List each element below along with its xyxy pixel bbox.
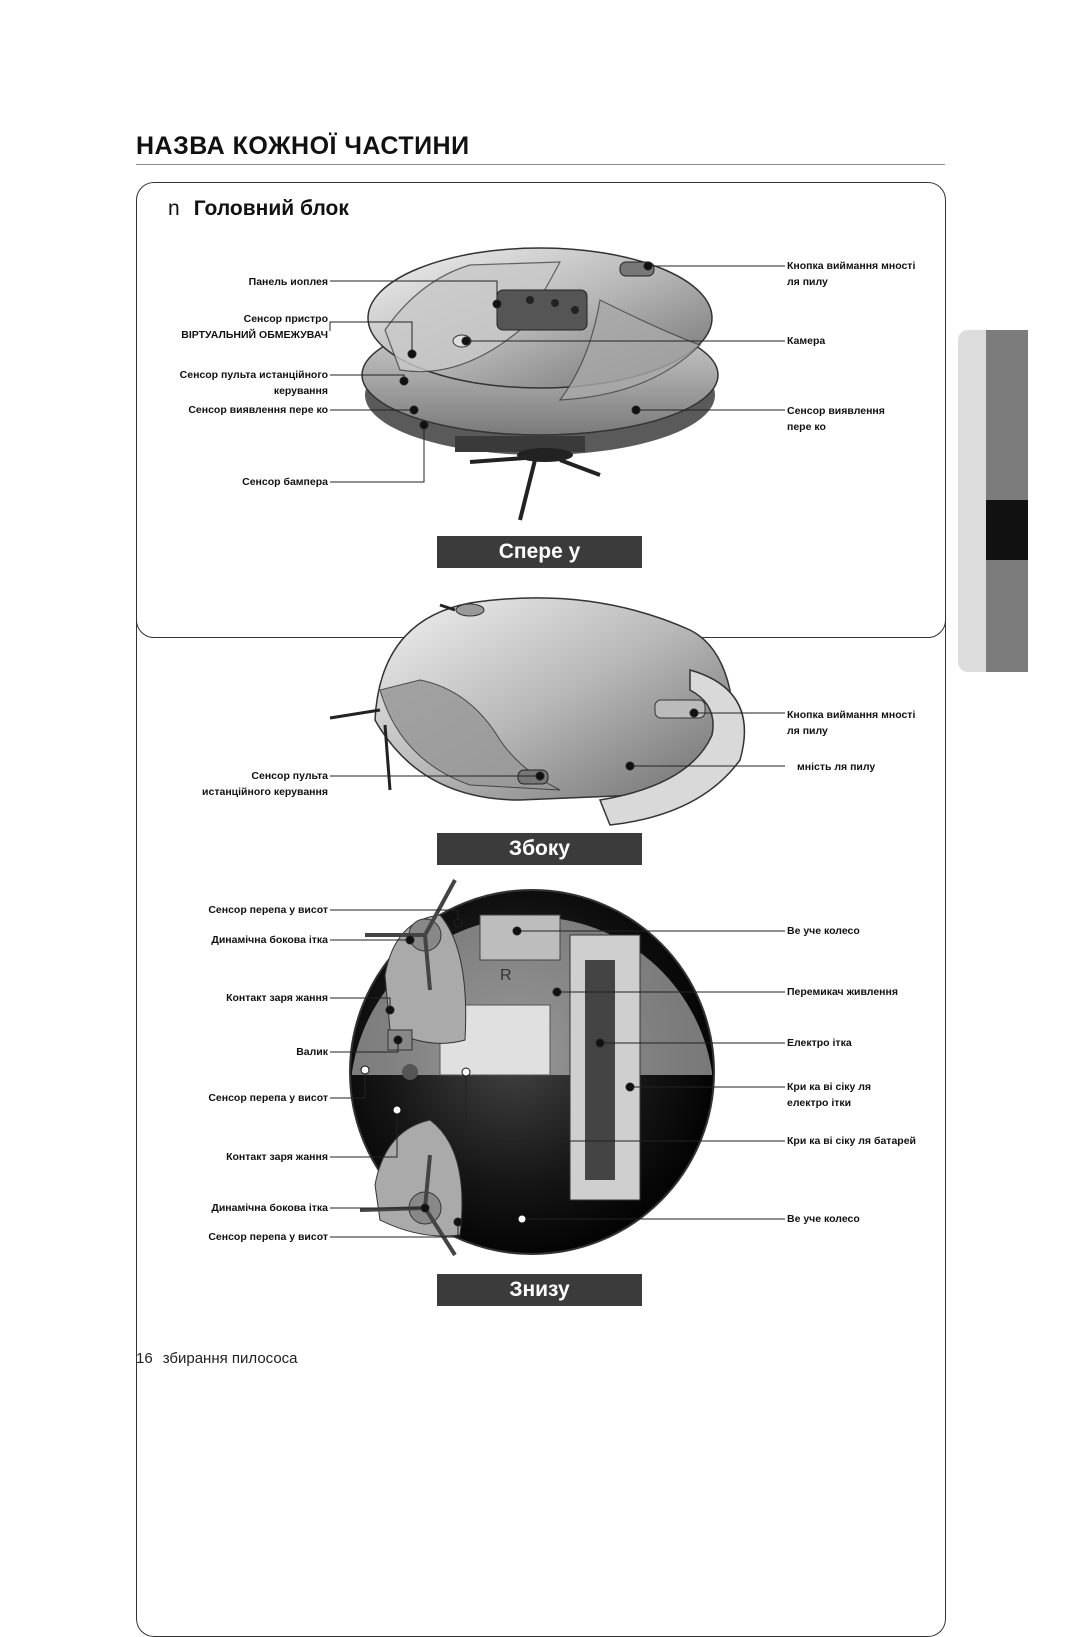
chapter-tab-active — [986, 500, 1028, 560]
view-label-bottom: Знизу — [437, 1274, 642, 1306]
label-charge-contact-2: Контакт заря жання — [226, 1151, 328, 1163]
label-battery-cover: Кри ка ві сіку ля батарей — [787, 1135, 916, 1147]
label-obstacle-sensor-left: Сенсор виявлення пере ко — [188, 404, 328, 416]
view-label-side: Збоку — [437, 833, 642, 865]
label-obstacle-sensor-right: Сенсор виявлення пере ко — [787, 405, 885, 433]
chapter-tab-mid — [986, 330, 1028, 500]
label-drive-wheel-1: Ве уче колесо — [787, 925, 860, 937]
label-cliff-sensor-1: Сенсор перепа у висот — [208, 904, 328, 916]
page-number: 16 — [136, 1350, 153, 1367]
chapter-tab-strip — [958, 330, 986, 672]
label-remote-sensor-front: Сенсор пульта истанційного керування — [179, 369, 328, 397]
label-main-brush: Електро ітка — [787, 1037, 852, 1049]
label-remote-sensor-side: Сенсор пульта истанційного керування — [202, 770, 328, 798]
view-label-front: Спере у — [437, 536, 642, 568]
robot-illustrations: R — [329, 247, 785, 1257]
label-cliff-sensor-3: Сенсор перепа у висот — [208, 1231, 328, 1243]
chapter-name: збирання пилососа — [162, 1350, 298, 1367]
front-leader-lines — [329, 261, 785, 483]
label-side-brush-1: Динамічна бокова ітка — [211, 934, 328, 946]
label-dust-bin-button-front: Кнопка виймання мності ля пилу — [787, 260, 916, 288]
label-bumper-sensor: Сенсор бампера — [242, 476, 328, 488]
label-camera: Камера — [787, 335, 826, 347]
page-footer: 16 збирання пилососа — [136, 1350, 298, 1367]
chapter-tab-low — [986, 560, 1028, 672]
page-title: НАЗВА КОЖНОЇ ЧАСТИНИ — [136, 132, 470, 160]
label-drive-wheel-2: Ве уче колесо — [787, 1213, 860, 1225]
section-bullet: n — [168, 197, 180, 220]
title-divider — [136, 164, 945, 165]
svg-text:R: R — [500, 967, 512, 984]
bottom-view-robot: R — [349, 879, 715, 1257]
label-side-brush-2: Динамічна бокова ітка — [211, 1202, 328, 1214]
label-dust-bin-button-side: Кнопка виймання мності ля пилу — [787, 709, 916, 737]
label-dust-bin: мність ля пилу — [797, 761, 876, 773]
front-view-robot — [361, 247, 719, 521]
bottom-leader-lines — [330, 909, 785, 1238]
label-charge-contact-1: Контакт заря жання — [226, 992, 328, 1004]
label-brush-cover: Кри ка ві сіку ля електро ітки — [787, 1081, 872, 1109]
label-cliff-sensor-2: Сенсор перепа у висот — [208, 1092, 328, 1104]
label-display-panel: Панель иоплея — [248, 276, 328, 288]
section-title: Головний блок — [193, 197, 349, 220]
side-leader-lines — [330, 708, 785, 781]
section-heading: n Головний блок — [168, 197, 349, 221]
side-view-robot — [329, 597, 746, 826]
label-roller: Валик — [296, 1046, 328, 1058]
label-virtual-guard-sensor: Сенсор пристро ВІРТУАЛЬНИЙ ОБМЕЖУВАЧ — [181, 313, 328, 341]
label-power-switch: Перемикач живлення — [787, 986, 898, 998]
